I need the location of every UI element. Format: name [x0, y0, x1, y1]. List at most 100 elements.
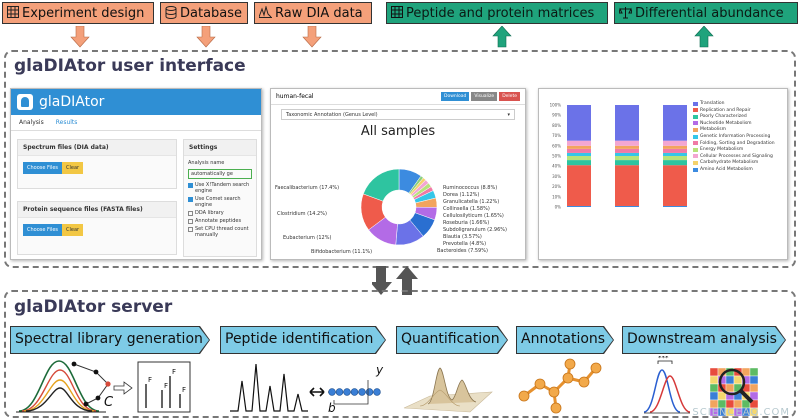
heatmap-cell: [725, 383, 735, 393]
y-tick-label: 100%: [550, 103, 562, 108]
protein-card-title: Protein sequence files (FASTA files): [18, 202, 176, 218]
bar-segment: [567, 105, 591, 141]
amino-acid-bead: [328, 388, 336, 396]
option-xtandem[interactable]: Use X!Tandem search engine: [184, 181, 256, 195]
output-peptide-protein-matrices: Peptide and protein matrices: [386, 2, 608, 24]
app-name: glaDIAtor: [39, 94, 105, 110]
bar-segment: [567, 152, 591, 156]
legend-swatch: [693, 101, 698, 106]
choose-files-button[interactable]: Choose Files: [23, 224, 63, 236]
step-label: Quantification: [401, 331, 500, 347]
option-annotate[interactable]: Annotate peptides: [184, 217, 256, 225]
pie-title: All samples: [360, 124, 436, 139]
pie-label: Collinsella (1.58%): [443, 206, 490, 212]
step-label: Peptide identification: [225, 331, 374, 347]
up-arrow-icon: [694, 26, 714, 48]
pie-label: Eubacterium (12%): [283, 235, 332, 241]
legend-swatch: [693, 154, 698, 159]
option-cpu[interactable]: Set CPU thread count manually: [184, 225, 256, 239]
download-button[interactable]: Download: [441, 92, 470, 101]
bar-segment: [567, 165, 591, 206]
bar-segment: [663, 148, 687, 153]
checkbox-icon[interactable]: [188, 211, 193, 216]
legend-label: Cellular Processes and Signaling: [700, 153, 773, 159]
bar-segment: [663, 140, 687, 146]
visualize-button[interactable]: Visualize: [471, 92, 498, 101]
legend-entry: Folding, Sorting and Degradation: [693, 141, 775, 146]
pie-label: Faecalibacterium (17.4%): [275, 185, 340, 191]
checkbox-icon[interactable]: [188, 219, 193, 224]
bar-segment: [663, 105, 687, 141]
server-panel-title: glaDIAtor server: [14, 297, 173, 317]
table-icon: [391, 6, 403, 20]
option-comet[interactable]: Use Comet search engine: [184, 195, 256, 209]
heatmap-cell: [749, 383, 759, 393]
input-label: Database: [180, 5, 243, 21]
heatmap-cell: [709, 375, 719, 385]
legend-entry: Replication and Repair: [693, 108, 751, 113]
legend-entry: Energy Metabolism: [693, 147, 743, 152]
input-label: Experiment design: [22, 5, 145, 21]
peptide-beads: [328, 380, 381, 405]
step-peptide-identification: Peptide identification: [220, 326, 386, 354]
y-tick-label: 20%: [552, 184, 561, 189]
pie-screenshot: human-fecal Download Visualize Delete Ta…: [270, 88, 526, 260]
choose-files-button[interactable]: Choose Files: [23, 162, 63, 174]
donut-chart: [360, 168, 438, 246]
tab-analysis[interactable]: Analysis: [19, 119, 44, 126]
y-tick-label: 70%: [552, 133, 561, 138]
delete-button[interactable]: Delete: [499, 92, 520, 101]
bar-segment: [663, 152, 687, 156]
option-dda[interactable]: DDA library: [184, 209, 256, 217]
c-label: C: [104, 395, 114, 410]
bar-segment: [567, 205, 591, 207]
down-arrow-icon: [302, 26, 322, 48]
chevron-down-icon: ▾: [507, 112, 510, 118]
y-tick-label: 0%: [555, 205, 562, 210]
bar-segment: [567, 160, 591, 166]
legend-entry: Translation: [693, 101, 725, 106]
amino-acid-bead: [350, 388, 359, 396]
legend-swatch: [693, 160, 698, 165]
checkbox-icon[interactable]: [188, 197, 193, 202]
heatmap-cell: [733, 375, 743, 385]
stacked-bar-chart: 100%90%80%70%60%50%40%30%20%10%0%: [550, 103, 687, 210]
heatmap-cell: [749, 367, 759, 377]
legend-label: Translation: [700, 101, 725, 106]
magnifier-icon: [718, 368, 746, 396]
input-experiment-design: Experiment design: [2, 2, 154, 24]
y-tick-label: 30%: [552, 174, 561, 179]
clear-button[interactable]: Clear: [62, 162, 84, 174]
analysis-name-input[interactable]: automatically ge: [188, 169, 252, 179]
app-tabs: Analysis Results: [11, 115, 261, 131]
server-panel: [4, 290, 796, 418]
bar-segment: [567, 148, 591, 153]
pie-label: Bifidobacterium (11.1%): [311, 249, 373, 255]
amino-acid-bead: [343, 388, 351, 396]
f-label: F: [148, 376, 152, 384]
annotation-select[interactable]: Taxonomic Annotation (Genus Level) ▾: [281, 109, 515, 120]
app-logo-icon: [17, 94, 33, 110]
checkbox-icon[interactable]: [188, 183, 193, 188]
pie-label: Granulicatella (1.22%): [443, 199, 500, 205]
legend-label: Nucleotide Metabolism: [700, 120, 752, 126]
legend-label: Amino Acid Metabolism: [700, 167, 753, 172]
y-tick-label: 60%: [552, 143, 561, 148]
fragment-bracket: [333, 380, 369, 405]
heatmap-cell: [749, 375, 759, 385]
down-arrow-icon: [196, 26, 216, 48]
double-arrow-icon: [309, 387, 325, 397]
tab-results[interactable]: Results: [55, 119, 78, 126]
output-label: Peptide and protein matrices: [406, 5, 595, 21]
clear-button[interactable]: Clear: [62, 224, 84, 236]
legend-label: Genetic Information Processing: [700, 134, 771, 139]
step-spectral-library: Spectral library generation: [10, 326, 210, 354]
pie-label: Blautia (3.57%): [443, 234, 482, 240]
output-label: Differential abundance: [635, 5, 784, 21]
app-header: glaDIAtor: [11, 89, 261, 115]
bidirectional-arrow-icon: [372, 266, 418, 295]
stacked-bar-screenshot: 100%90%80%70%60%50%40%30%20%10%0% Transl…: [538, 88, 788, 260]
step-label: Downstream analysis: [627, 331, 777, 347]
pie-label: Roseburia (1.66%): [443, 220, 490, 226]
checkbox-icon[interactable]: [188, 227, 193, 232]
